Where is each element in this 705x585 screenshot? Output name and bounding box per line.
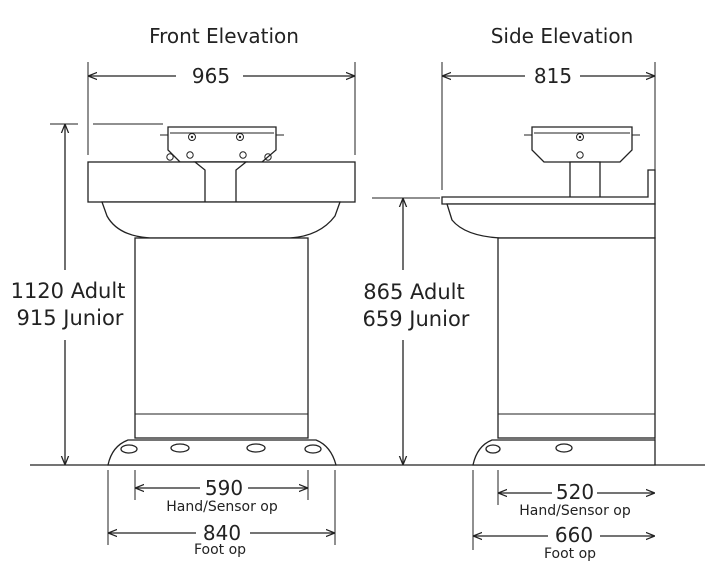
side-foot-width: 660	[555, 523, 593, 547]
front-pedal-4	[304, 444, 322, 454]
front-pedal-1	[120, 444, 138, 454]
front-bubbler-head	[160, 126, 284, 163]
front-title: Front Elevation	[149, 24, 299, 48]
front-bowl	[101, 201, 341, 239]
side-pedal-2	[555, 443, 573, 453]
front-pedal-2	[170, 443, 190, 453]
side-pedestal	[497, 237, 656, 439]
side-pedal-1	[485, 444, 501, 454]
side-basin-slab	[441, 169, 656, 205]
front-pedestal	[134, 237, 309, 439]
side-title: Side Elevation	[491, 24, 634, 48]
front-foot-width: 840	[203, 521, 241, 545]
side-hand-label: Hand/Sensor op	[519, 503, 631, 519]
side-foot-label: Foot op	[544, 546, 596, 562]
side-height-adult: 865 Adult	[363, 280, 464, 304]
side-height-junior: 659 Junior	[363, 307, 470, 331]
front-elevation: Front Elevation 965 1120 Adult 915 Junio…	[11, 24, 356, 558]
front-hand-width: 590	[205, 476, 243, 500]
side-bubbler-head	[524, 126, 640, 163]
front-foot-label: Foot op	[194, 542, 246, 558]
side-elevation: Side Elevation 815 865 Adult 659 Junior	[363, 24, 656, 562]
front-height-adult: 1120 Adult	[11, 279, 126, 303]
side-bowl	[446, 203, 656, 239]
front-base	[107, 439, 337, 466]
side-spout-stem	[569, 161, 601, 203]
side-hand-width: 520	[556, 480, 594, 504]
front-pedal-3	[246, 443, 266, 453]
front-width-label: 965	[192, 64, 230, 88]
front-hand-label: Hand/Sensor op	[166, 499, 278, 515]
side-width-label: 815	[534, 64, 572, 88]
front-height-junior: 915 Junior	[17, 306, 124, 330]
